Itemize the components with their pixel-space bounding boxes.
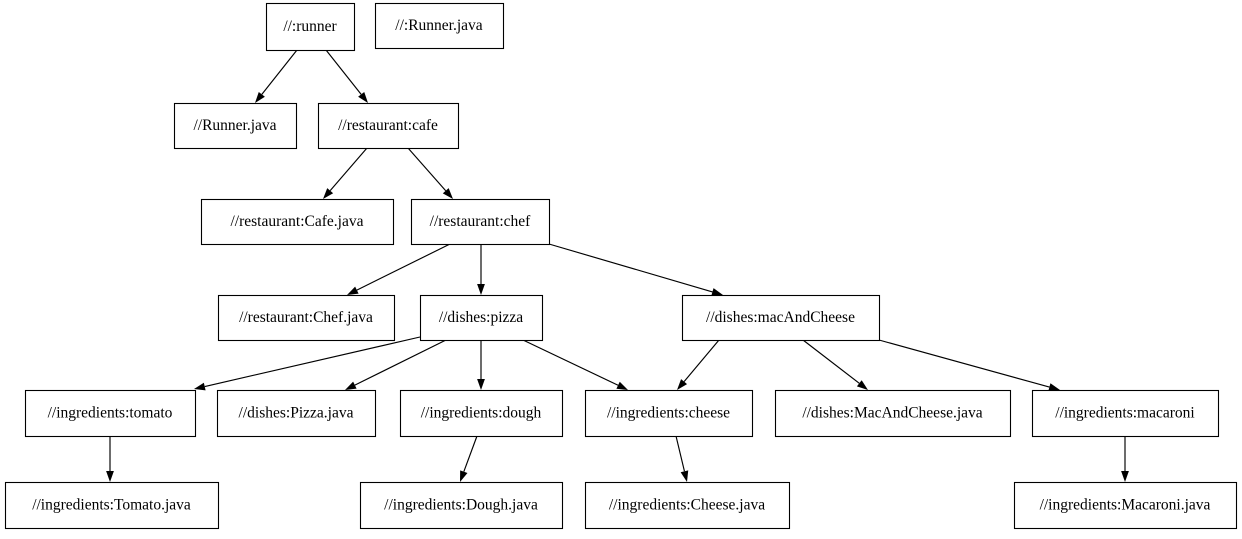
graph-edge: [522, 339, 628, 390]
node-label: //:runner: [283, 18, 337, 35]
node-box[interactable]: [1013, 481, 1238, 530]
graph-node-dishes_pizza[interactable]: //dishes:pizza: [419, 294, 544, 342]
graph-node-dishes_macandcheese[interactable]: //dishes:macAndCheese: [681, 294, 881, 342]
graph-node-root_runner_java[interactable]: //:Runner.java: [374, 2, 505, 50]
graph-edge: [878, 339, 1060, 391]
node-label: //ingredients:macaroni: [1055, 405, 1195, 422]
node-label: //ingredients:tomato: [48, 405, 173, 422]
graph-node-ing_dough[interactable]: //ingredients:dough: [399, 389, 564, 438]
graph-node-restaurant_chef_java[interactable]: //restaurant:Chef.java: [217, 294, 396, 342]
node-label: //restaurant:chef: [430, 213, 532, 230]
node-box[interactable]: [317, 102, 460, 150]
graph-node-ing_tomato[interactable]: //ingredients:tomato: [24, 389, 197, 438]
node-box[interactable]: [374, 2, 505, 50]
node-box[interactable]: [359, 481, 564, 530]
node-box[interactable]: [399, 389, 564, 438]
node-box[interactable]: [217, 294, 396, 342]
node-box[interactable]: [681, 294, 881, 342]
graph-edge: [106, 436, 114, 482]
node-label: //ingredients:cheese: [607, 405, 730, 422]
graph-node-dishes_mac_java[interactable]: //dishes:MacAndCheese.java: [774, 389, 1012, 438]
graph-edge: [675, 435, 689, 482]
node-label: //dishes:MacAndCheese.java: [802, 405, 982, 422]
graph-edge: [1121, 436, 1129, 482]
graph-node-restaurant_cafe[interactable]: //restaurant:cafe: [317, 102, 460, 150]
graph-node-ing_cheese_java[interactable]: //ingredients:Cheese.java: [584, 481, 791, 530]
graph-node-ing_macaroni_java[interactable]: //ingredients:Macaroni.java: [1013, 481, 1238, 530]
graph-edge: [325, 49, 368, 103]
node-box[interactable]: [4, 481, 220, 530]
graph-node-ing_cheese[interactable]: //ingredients:cheese: [584, 389, 754, 438]
node-box[interactable]: [774, 389, 1012, 438]
node-label: //:Runner.java: [395, 17, 483, 34]
graph-node-restaurant_cafe_java[interactable]: //restaurant:Cafe.java: [200, 198, 395, 246]
graph-node-runner_java[interactable]: //Runner.java: [173, 102, 298, 150]
node-label: //Runner.java: [193, 117, 276, 134]
nodes-layer: //:runner //:Runner.java //Runner.java //re…: [4, 2, 1238, 530]
node-label: //restaurant:Chef.java: [239, 309, 373, 326]
node-label: //restaurant:cafe: [338, 117, 438, 134]
graph-edge: [347, 243, 451, 295]
graph-node-runner[interactable]: //:runner: [265, 2, 356, 52]
graph-edge: [460, 435, 478, 482]
graph-edge: [802, 339, 868, 390]
node-box[interactable]: [216, 389, 377, 438]
node-label: //dishes:macAndCheese: [706, 309, 855, 326]
node-box[interactable]: [24, 389, 197, 438]
node-box[interactable]: [584, 481, 791, 530]
node-box[interactable]: [419, 294, 544, 342]
graph-node-ing_tomato_java[interactable]: //ingredients:Tomato.java: [4, 481, 220, 530]
graph-node-restaurant_chef[interactable]: //restaurant:chef: [410, 198, 551, 246]
graph-edge: [677, 339, 720, 390]
node-box[interactable]: [200, 198, 395, 246]
graph-edge: [194, 336, 421, 391]
node-box[interactable]: [1031, 389, 1220, 438]
node-label: //ingredients:dough: [421, 405, 542, 422]
node-box[interactable]: [173, 102, 298, 150]
graph-node-ing_dough_java[interactable]: //ingredients:Dough.java: [359, 481, 564, 530]
node-box[interactable]: [265, 2, 356, 52]
node-box[interactable]: [584, 389, 754, 438]
node-label: //ingredients:Tomato.java: [32, 497, 191, 514]
edges-layer: [106, 49, 1129, 482]
graph-edge: [477, 340, 485, 390]
graph-edge: [477, 244, 485, 295]
node-label: //ingredients:Dough.java: [384, 497, 538, 514]
graph-edge: [548, 243, 723, 296]
node-label: //dishes:Pizza.java: [239, 405, 354, 422]
node-label: //restaurant:Cafe.java: [231, 213, 364, 230]
node-label: //dishes:pizza: [439, 309, 523, 326]
graph-node-dishes_pizza_java[interactable]: //dishes:Pizza.java: [216, 389, 377, 438]
node-label: //ingredients:Macaroni.java: [1040, 497, 1211, 514]
graph-edge: [345, 339, 447, 390]
graph-edge: [323, 147, 368, 199]
node-box[interactable]: [410, 198, 551, 246]
graph-edge: [255, 49, 298, 103]
graph-node-ing_macaroni[interactable]: //ingredients:macaroni: [1031, 389, 1220, 438]
node-label: //ingredients:Cheese.java: [609, 497, 765, 514]
graph-edge: [407, 147, 453, 199]
